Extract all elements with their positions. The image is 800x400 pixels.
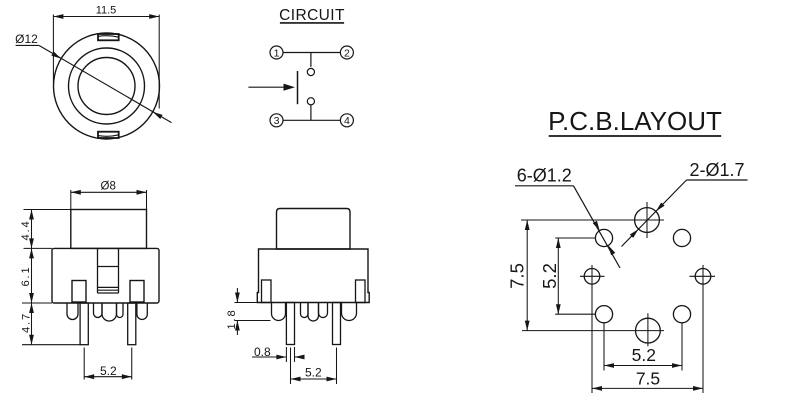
svg-text:1: 1 — [274, 47, 280, 59]
svg-text:4: 4 — [344, 115, 350, 127]
svg-text:7.5: 7.5 — [636, 368, 660, 388]
svg-text:1.8: 1.8 — [226, 309, 238, 330]
svg-text:P.C.B.LAYOUT: P.C.B.LAYOUT — [548, 106, 722, 136]
svg-text:Ø8: Ø8 — [101, 180, 116, 192]
svg-text:6.1: 6.1 — [20, 266, 32, 287]
svg-text:3: 3 — [274, 115, 280, 127]
svg-text:7.5: 7.5 — [506, 263, 527, 289]
svg-text:11.5: 11.5 — [96, 5, 117, 17]
svg-text:4.4: 4.4 — [20, 220, 32, 241]
svg-text:4.7: 4.7 — [21, 312, 33, 333]
svg-text:5.2: 5.2 — [632, 345, 656, 365]
svg-text:5.2: 5.2 — [305, 365, 322, 379]
svg-text:5.2: 5.2 — [539, 263, 560, 289]
svg-text:5.2: 5.2 — [100, 364, 117, 378]
svg-text:2: 2 — [344, 47, 350, 59]
svg-text:0.8: 0.8 — [254, 345, 271, 359]
svg-text:Ø12: Ø12 — [15, 32, 38, 46]
svg-text:CIRCUIT: CIRCUIT — [279, 7, 345, 24]
svg-text:6-Ø1.2: 6-Ø1.2 — [517, 166, 572, 186]
svg-text:2-Ø1.7: 2-Ø1.7 — [689, 160, 744, 180]
